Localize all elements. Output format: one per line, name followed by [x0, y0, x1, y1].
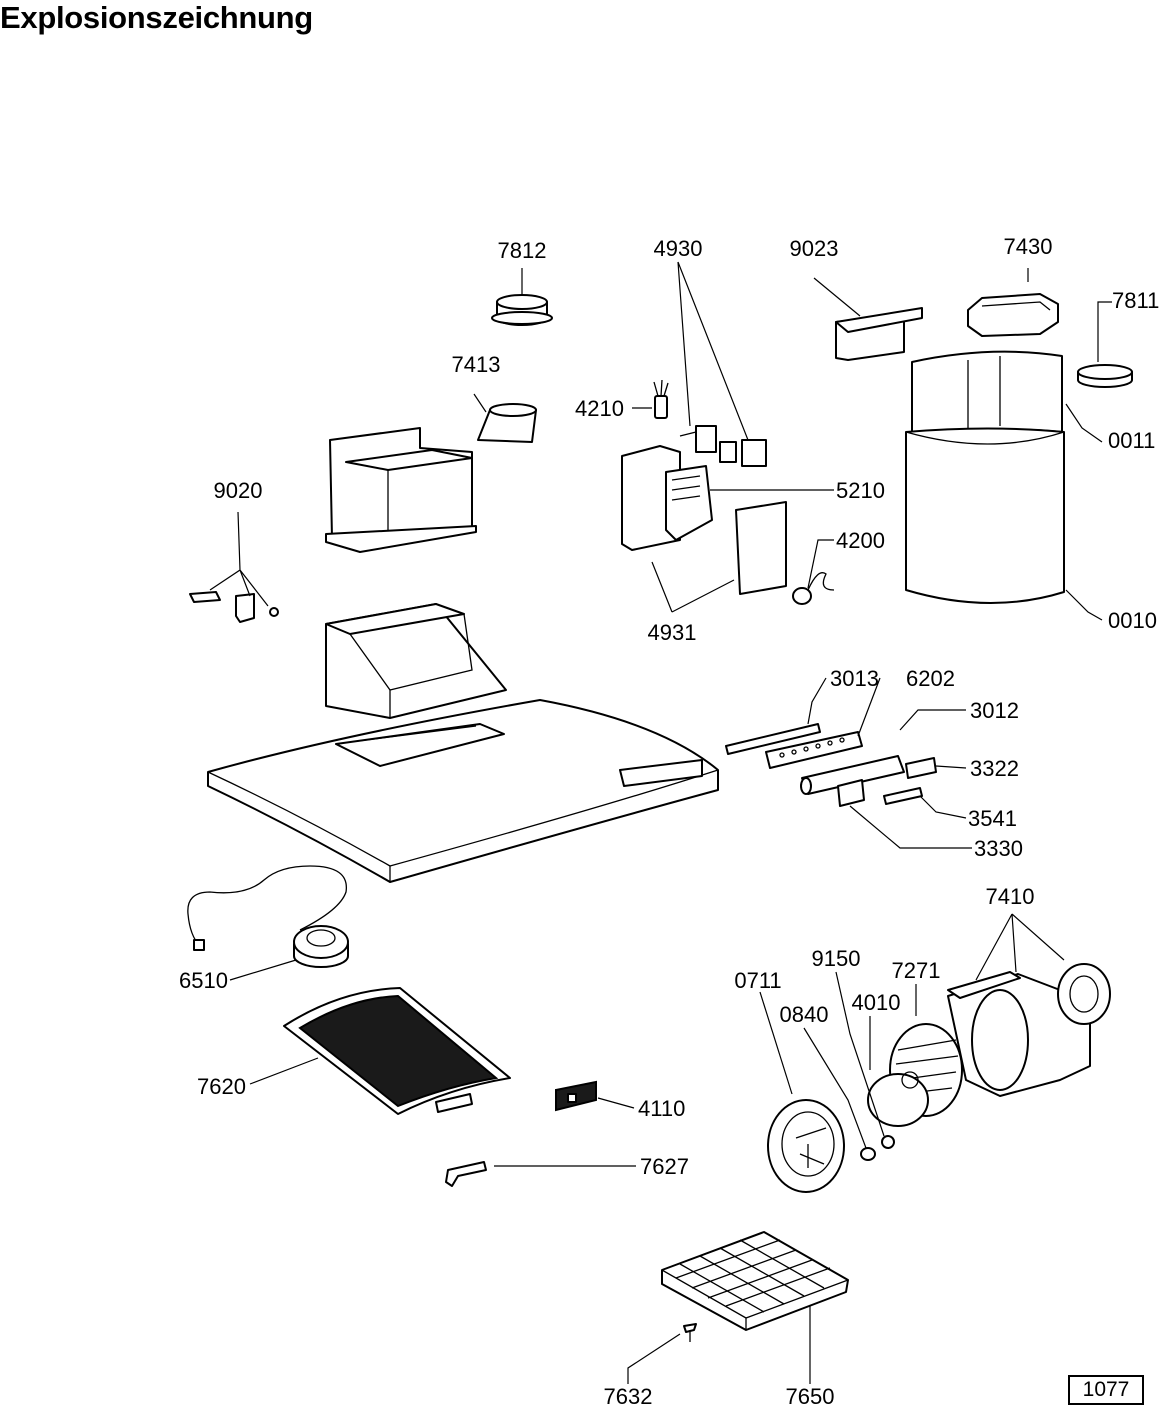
part-3012-panel [800, 755, 905, 795]
part-4210-capacitor [653, 379, 669, 419]
part-hood-canopy [207, 699, 719, 883]
label-3322: 3322 [970, 756, 1019, 781]
part-4200-lamp [792, 572, 835, 605]
label-7627: 7627 [640, 1154, 689, 1179]
label-0010: 0010 [1108, 608, 1157, 633]
part-3322-switch [905, 757, 937, 779]
part-3330-switch [837, 779, 865, 807]
part-labels: 7812 4930 9023 7430 7811 7413 4210 0011 … [179, 234, 1159, 1409]
label-7430: 7430 [1004, 234, 1053, 259]
label-4931: 4931 [648, 620, 697, 645]
part-4930-relays [679, 425, 767, 467]
part-0010-lower-chimney [905, 427, 1065, 605]
label-7410: 7410 [986, 884, 1035, 909]
part-6510-lamp [187, 865, 349, 968]
label-4930: 4930 [654, 236, 703, 261]
part-9023-bracket [835, 307, 923, 361]
part-4010-motor [867, 1071, 929, 1127]
part-0011-upper-chimney [911, 350, 1063, 437]
leader-lines [209, 261, 1112, 1384]
label-3330: 3330 [974, 836, 1023, 861]
part-7632-screw [683, 1323, 697, 1342]
label-3013: 3013 [830, 666, 879, 691]
part-7650-carbon-filter [661, 1231, 849, 1331]
part-7812-ring [491, 294, 553, 326]
label-6202: 6202 [906, 666, 955, 691]
label-4010: 4010 [852, 990, 901, 1015]
part-0840-bushing [860, 1147, 876, 1161]
page-title: Explosionszeichnung [0, 0, 313, 35]
part-4931-board [735, 501, 787, 595]
part-hood-duct [325, 603, 507, 719]
label-4210: 4210 [575, 396, 624, 421]
part-7627-clip [445, 1161, 487, 1187]
label-9150: 9150 [812, 946, 861, 971]
label-0840: 0840 [780, 1002, 829, 1027]
part-9150-nut [881, 1135, 895, 1149]
label-4110: 4110 [638, 1096, 685, 1121]
part-7410-blower-housing [947, 963, 1111, 1097]
part-7430-adapter [967, 293, 1059, 337]
part-6202-keypad [765, 731, 863, 769]
label-7632: 7632 [604, 1384, 653, 1409]
label-3541: 3541 [968, 806, 1017, 831]
label-7620: 7620 [197, 1074, 246, 1099]
part-0711-inlet-cover [767, 1099, 845, 1193]
part-9020-clip [189, 591, 279, 623]
label-9020: 9020 [214, 478, 263, 503]
label-6510: 6510 [179, 968, 228, 993]
label-0011: 0011 [1108, 428, 1155, 453]
part-7620-grease-filter [283, 987, 511, 1115]
label-7811: 7811 [1112, 288, 1159, 313]
label-7271: 7271 [892, 958, 941, 983]
label-7650: 7650 [786, 1384, 835, 1409]
part-5210-control-box [621, 445, 713, 551]
label-0711: 0711 [734, 968, 781, 993]
label-7812: 7812 [498, 238, 547, 263]
part-7413-collar [477, 403, 537, 443]
label-4200: 4200 [836, 528, 885, 553]
part-4110-switch [555, 1080, 597, 1112]
part-3013-strip [725, 723, 821, 755]
label-3012: 3012 [970, 698, 1019, 723]
part-3541-contacts [883, 787, 923, 805]
label-7413: 7413 [452, 352, 501, 377]
label-9023: 9023 [790, 236, 839, 261]
label-5210: 5210 [836, 478, 885, 503]
page-number-box: 1077 [1068, 1375, 1144, 1405]
part-7811-ring [1077, 364, 1133, 388]
part-duct-box [325, 427, 477, 553]
